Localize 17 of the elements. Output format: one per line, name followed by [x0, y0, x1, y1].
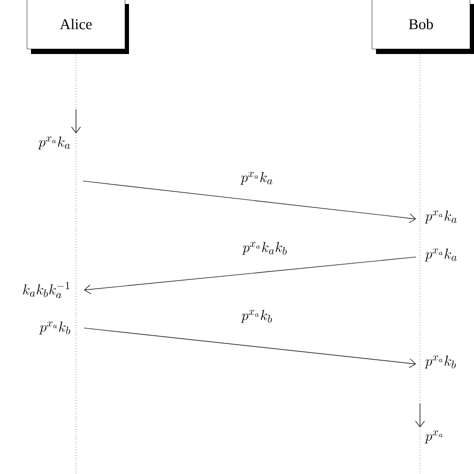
message-value: $p^{x_a}k_a$ — [424, 248, 457, 262]
message-value: $k_ak_bk_a^{-1}$ — [23, 282, 70, 298]
arrow — [84, 256, 416, 294]
edge-label: $p^{x_a}k_b$ — [240, 310, 272, 323]
actor-box: Bob — [372, 0, 474, 54]
edge-label: $p^{x_a}k_ak_b$ — [242, 242, 287, 255]
arrow — [82, 180, 416, 224]
arrow — [415, 403, 425, 428]
message-value: $p^{x_a}k_b$ — [39, 322, 70, 334]
edge-label: $p^{x_a}k_a$ — [240, 172, 272, 185]
arrow — [71, 109, 81, 134]
arrow — [84, 328, 416, 368]
message-value: $p^{x_a}$ — [424, 430, 443, 444]
actor-box: Alice — [26, 0, 129, 54]
message-value: $p^{x_a}k_b$ — [424, 356, 456, 368]
message-value: $p^{x_a}k_a$ — [38, 136, 70, 150]
message-value: $p^{x_a}k_a$ — [424, 210, 457, 224]
